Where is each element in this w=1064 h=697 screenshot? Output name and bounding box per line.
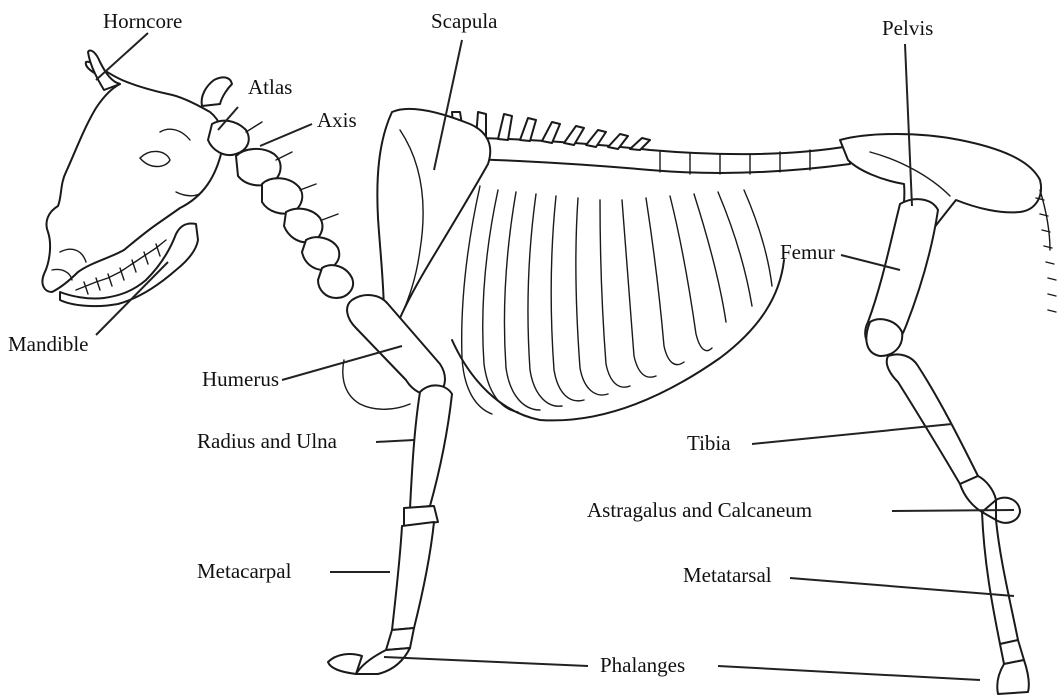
label-radius-ulna: Radius and Ulna	[197, 429, 338, 453]
label-metacarpal: Metacarpal	[197, 559, 292, 583]
label-humerus: Humerus	[202, 367, 279, 391]
label-metatarsal: Metatarsal	[683, 563, 772, 587]
femur-bone	[865, 199, 938, 356]
label-mandible: Mandible	[8, 332, 88, 356]
label-astragalus-calcaneum: Astragalus and Calcaneum	[587, 498, 812, 522]
label-atlas: Atlas	[248, 75, 292, 99]
front-leg	[328, 385, 452, 674]
skull	[42, 50, 232, 292]
label-phalanges: Phalanges	[600, 653, 685, 677]
cervical-vertebrae	[208, 121, 353, 298]
label-pelvis: Pelvis	[882, 16, 933, 40]
label-femur: Femur	[780, 240, 835, 264]
hind-leg	[887, 354, 1029, 694]
label-axis: Axis	[317, 108, 357, 132]
scapula-bone	[377, 109, 490, 318]
pelvis-bone	[840, 134, 1056, 312]
label-tibia: Tibia	[687, 431, 731, 455]
rib-cage	[452, 186, 784, 420]
label-horncore: Horncore	[103, 9, 182, 33]
label-scapula: Scapula	[431, 9, 498, 33]
